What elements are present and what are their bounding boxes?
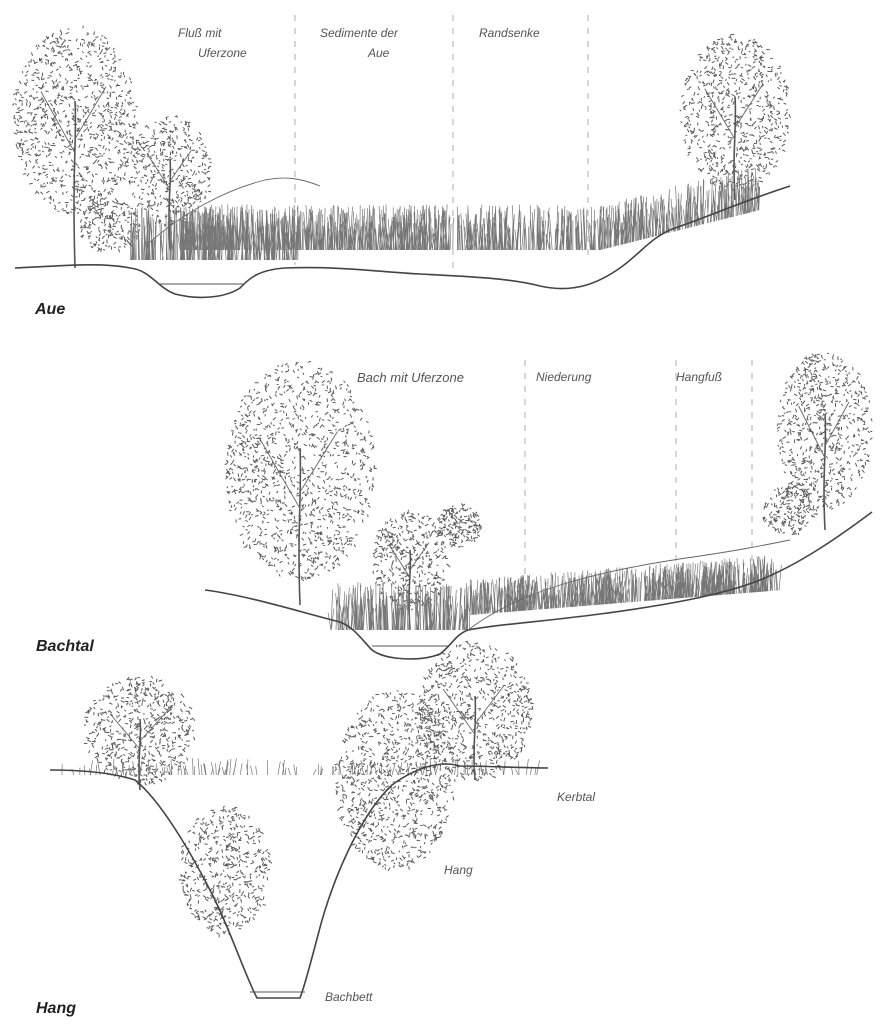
aue-zone-randsenke-label: Randsenke bbox=[479, 26, 540, 40]
aue-section-title: Aue bbox=[35, 301, 65, 319]
bachtal-zone-niederung-label: Niederung bbox=[536, 370, 591, 384]
hang-shrubs-left-slope bbox=[179, 806, 272, 937]
bachtal-bush-round bbox=[437, 504, 481, 547]
bachtal-zone-stream-label: Bach mit Uferzone bbox=[357, 370, 464, 385]
bachtal-reeds bbox=[328, 582, 471, 630]
aue-zone-sediment-label-line1: Sedimente der bbox=[320, 26, 398, 40]
bachtal-zone-hangfuss-label: Hangfuß bbox=[676, 370, 722, 384]
hang-trees-right-slope bbox=[335, 691, 455, 871]
hang-ground-profile bbox=[50, 764, 548, 998]
bachtal-section-title: Bachtal bbox=[36, 638, 94, 656]
aue-meadow-grass bbox=[178, 168, 760, 250]
bachtal-tree-right bbox=[777, 353, 872, 530]
bachtal-ground-profile bbox=[205, 512, 872, 659]
hang-tree-top-right bbox=[419, 641, 533, 781]
aue-zone-river-label-line2: Uferzone bbox=[198, 46, 247, 60]
aue-zone-sediment-label-line2: Aue bbox=[368, 46, 389, 60]
aue-tree-right bbox=[680, 35, 790, 201]
bachtal-shrub-right bbox=[763, 486, 817, 535]
hang-slope-label: Hang bbox=[444, 863, 473, 877]
bachtal-tree-left-large bbox=[225, 362, 376, 606]
aue-zone-river-label-line1: Fluß mit bbox=[178, 26, 221, 40]
hang-kerbtal-label: Kerbtal bbox=[557, 790, 595, 804]
bachtal-meadow-grass bbox=[467, 556, 781, 615]
aue-tree-left-large bbox=[13, 26, 138, 268]
hang-bachbett-label: Bachbett bbox=[325, 990, 372, 1004]
hang-section-title: Hang bbox=[36, 1000, 76, 1018]
